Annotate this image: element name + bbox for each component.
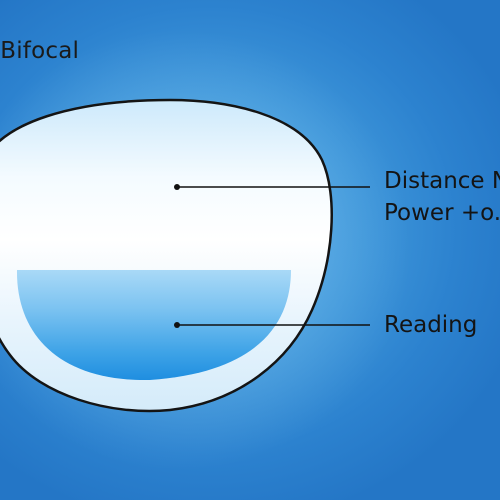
reading-segment xyxy=(16,270,291,381)
reading-label: Reading xyxy=(384,312,478,338)
distance-pointer xyxy=(174,184,370,190)
reading-pointer xyxy=(174,322,370,328)
distance-label: Distance N xyxy=(384,168,500,194)
diagram-title: ...s Bifocal xyxy=(0,38,80,64)
power-label: Power +o. xyxy=(384,200,500,226)
